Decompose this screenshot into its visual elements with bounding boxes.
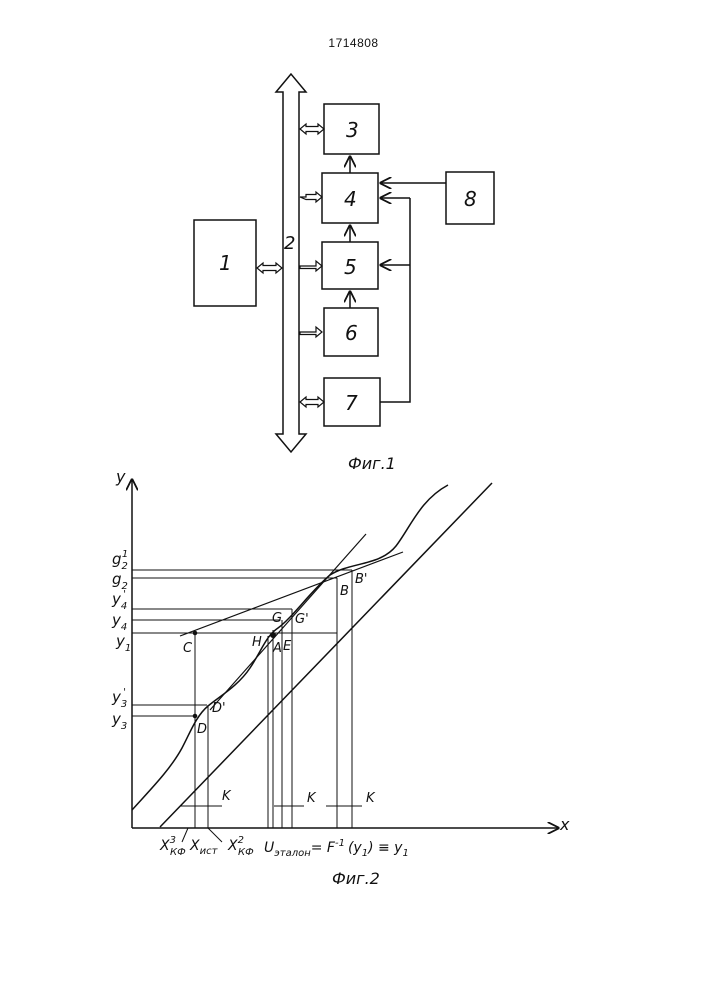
x-axis-label: x bbox=[559, 815, 570, 834]
block-4-label: 4 bbox=[344, 187, 357, 211]
block-5-label: 5 bbox=[344, 255, 357, 279]
x-label-formula: Uэталон= F-1(y1) ≡ y1 bbox=[264, 838, 409, 859]
fig2-caption: Фиг.2 bbox=[332, 869, 380, 888]
point-a-marker bbox=[271, 633, 276, 638]
point-c-marker bbox=[193, 631, 197, 635]
block-7-label: 7 bbox=[345, 391, 358, 415]
tangent-line-steep bbox=[210, 534, 366, 710]
label-g-prime: G' bbox=[295, 612, 309, 627]
svg-text:y3': y3' bbox=[111, 687, 127, 710]
block-1-label: 1 bbox=[219, 251, 232, 275]
x-label-xkf3: X3КФ bbox=[159, 835, 186, 858]
svg-text:y3: y3 bbox=[111, 710, 127, 732]
block-8-label: 8 bbox=[464, 187, 477, 211]
label-b: B bbox=[340, 584, 349, 599]
point-d-marker bbox=[193, 714, 197, 718]
label-d-prime: D' bbox=[212, 701, 226, 716]
y-tick-labels: g21 g2 y4' y4 y1 y3' y3 bbox=[111, 549, 131, 732]
svg-text:y4': y4' bbox=[111, 589, 127, 612]
block-3-label: 3 bbox=[346, 118, 359, 142]
k-markers bbox=[180, 800, 362, 812]
block-6-label: 6 bbox=[345, 321, 358, 345]
label-a: A bbox=[272, 641, 282, 656]
label-b-prime: B' bbox=[355, 572, 368, 587]
x-label-xkf2: X2КФ bbox=[227, 835, 254, 858]
label-h: H bbox=[252, 635, 262, 650]
label-c: C bbox=[183, 641, 193, 656]
x-label-xist: Xист bbox=[189, 838, 219, 857]
label-d: D bbox=[197, 722, 207, 737]
svg-text:y1: y1 bbox=[115, 632, 131, 654]
reference-line bbox=[160, 483, 492, 827]
fig1-caption: Фиг.1 bbox=[348, 454, 396, 473]
svg-text:g21: g21 bbox=[112, 549, 128, 572]
fig2-graph bbox=[132, 480, 558, 842]
y-axis-label: y bbox=[115, 467, 126, 486]
bus-2-label: 2 bbox=[284, 233, 295, 254]
k-label-1: K bbox=[222, 789, 232, 804]
k-label-2: K bbox=[307, 791, 317, 806]
svg-text:y4: y4 bbox=[111, 611, 127, 633]
label-g: G bbox=[272, 611, 282, 626]
horizontal-projections bbox=[132, 570, 352, 716]
k-label-3: K bbox=[366, 791, 376, 806]
label-e: E bbox=[283, 639, 292, 654]
